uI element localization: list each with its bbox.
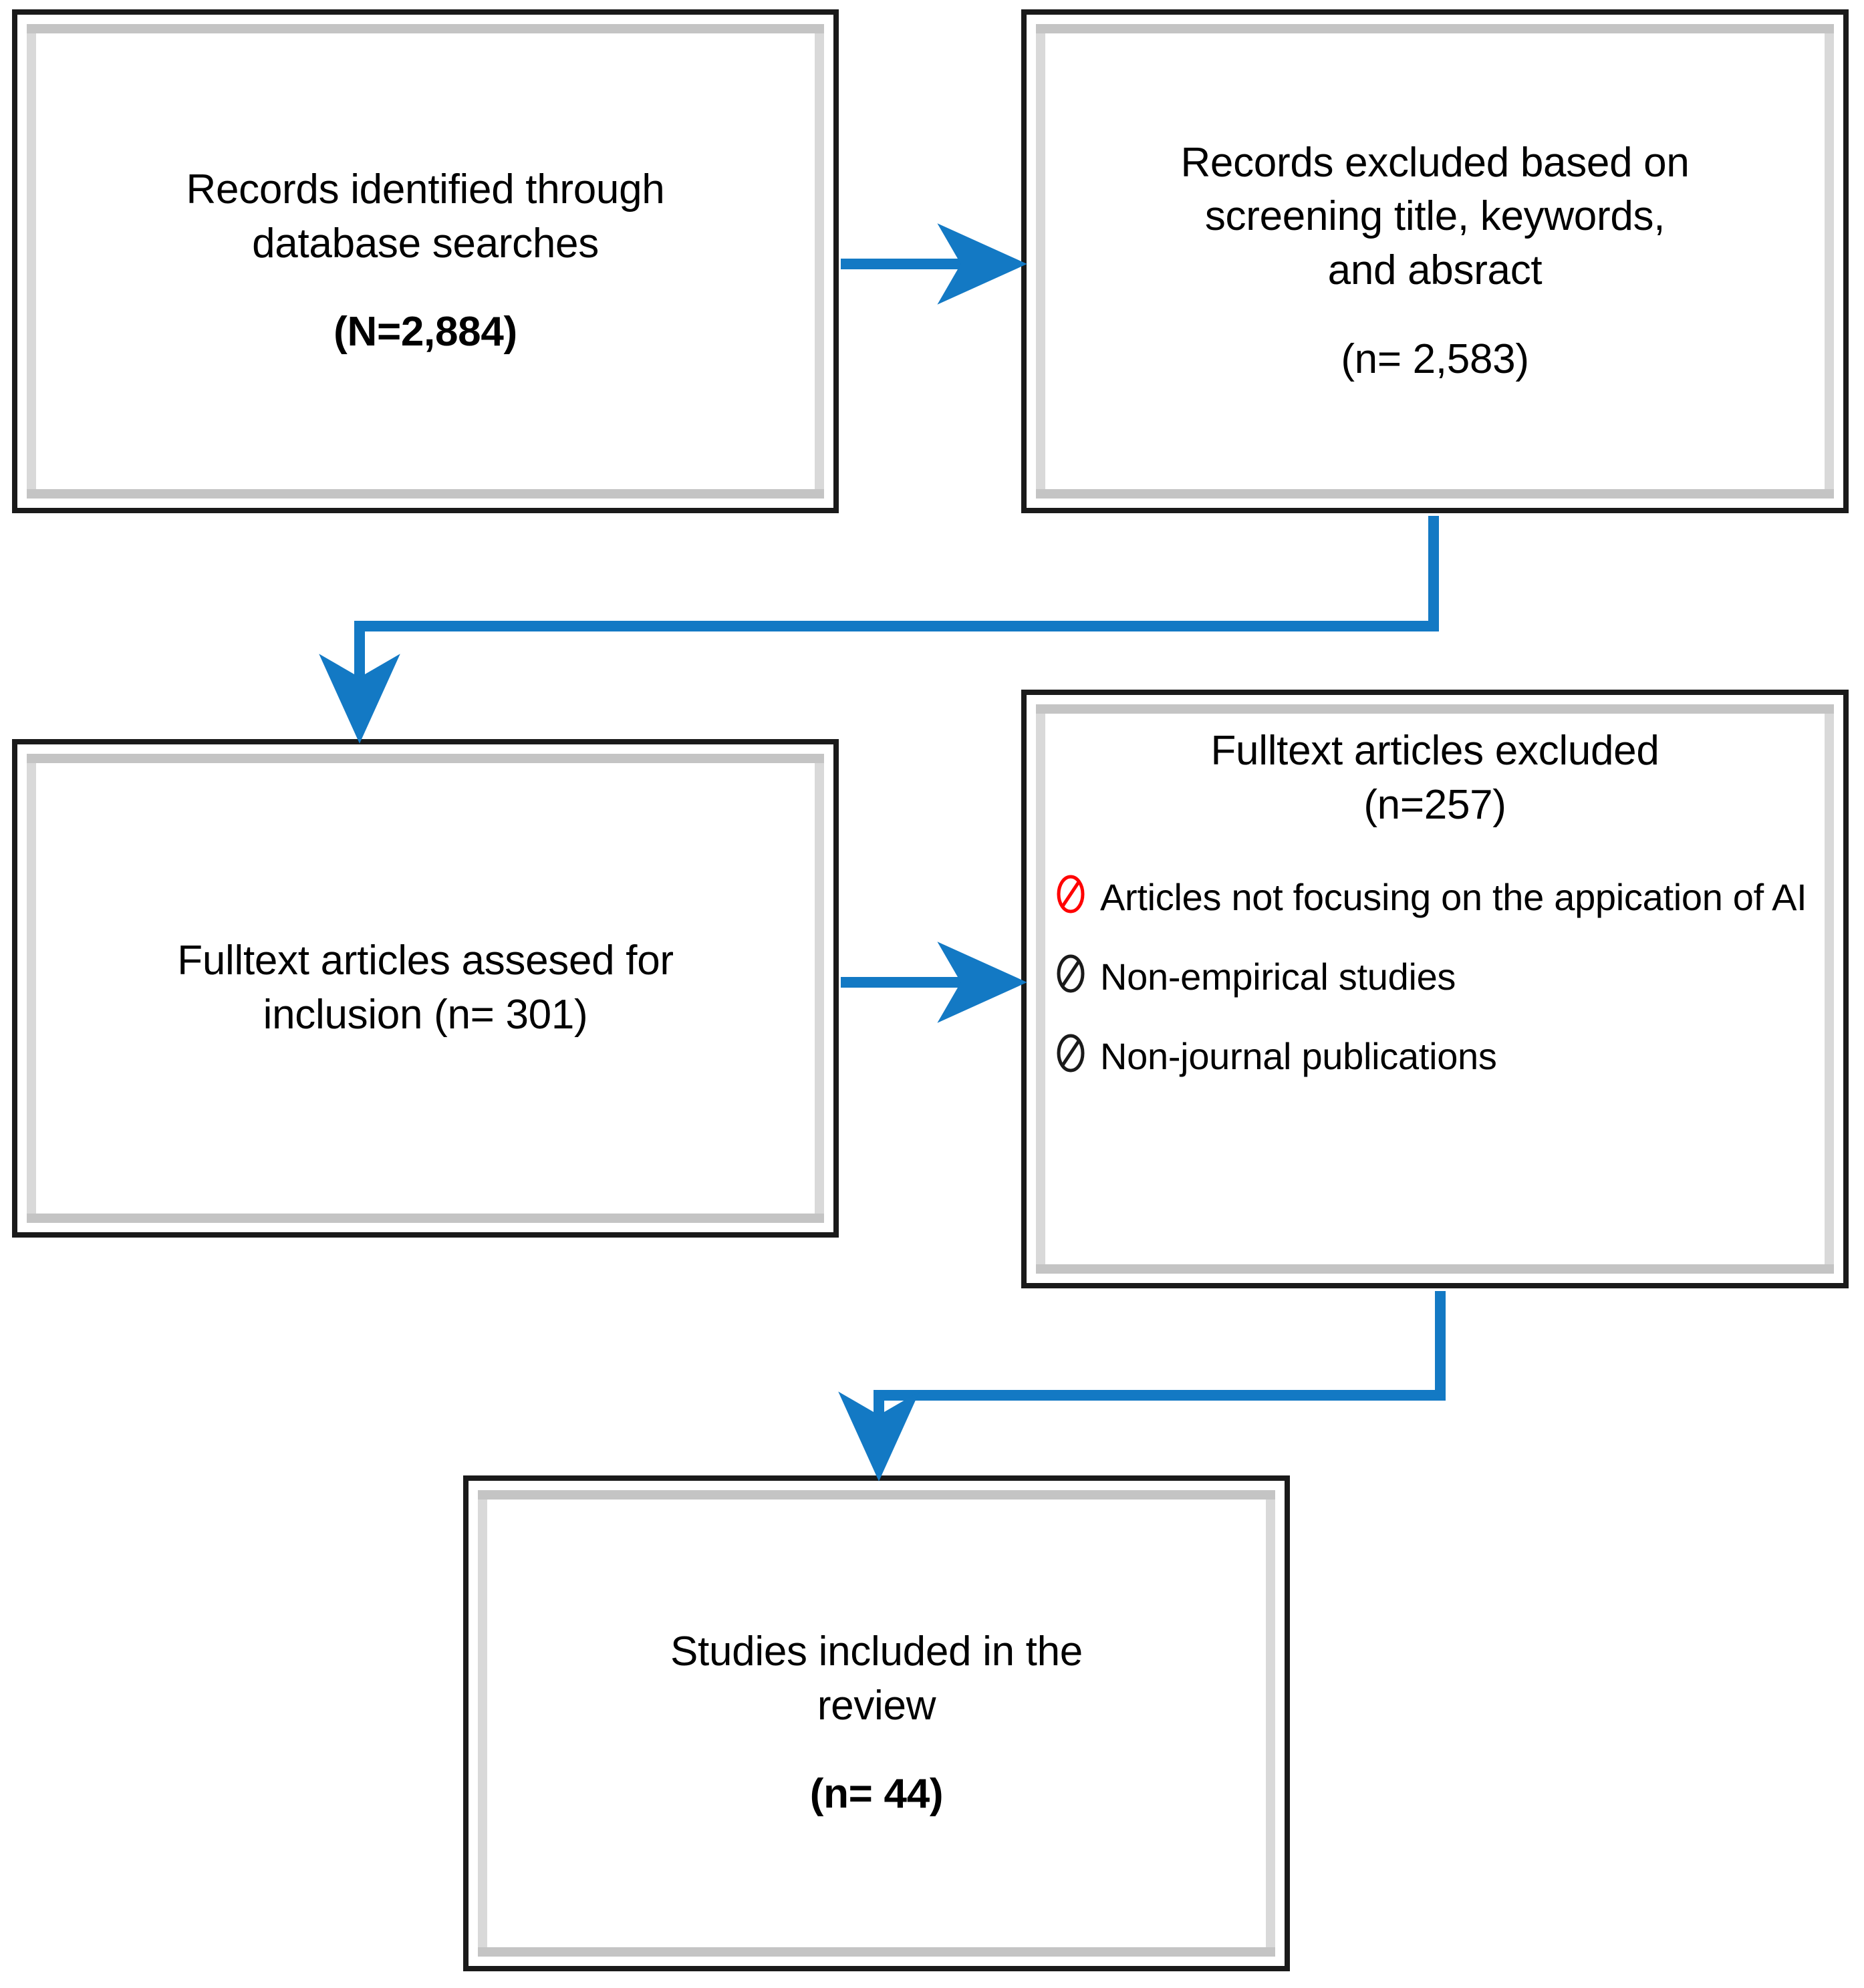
prohibition-icon	[1052, 953, 1089, 994]
exclusion-reason-label: Non-journal publications	[1100, 1034, 1497, 1077]
node-fulltext-articles-assessed-line-2: inclusion (n= 301)	[263, 992, 588, 1038]
exclusion-reason-label: Articles not focusing on the appication …	[1100, 876, 1807, 919]
connector-excluded-screening-to-fulltext-assessed	[319, 516, 1439, 744]
node-records-identified-count: (N=2,884)	[334, 309, 517, 356]
node-fulltext-articles-excluded: Fulltext articles excluded (n=257) Artic…	[1021, 690, 1849, 1288]
node-records-identified: Records identified through database sear…	[12, 9, 839, 513]
node-fulltext-articles-excluded-line-1: Fulltext articles excluded	[1210, 728, 1659, 774]
exclusion-reason-list: Articles not focusing on the appication …	[1052, 873, 1818, 1081]
list-item: Non-empirical studies	[1052, 953, 1818, 1002]
node-fulltext-articles-excluded-line-2: (n=257)	[1363, 781, 1506, 828]
node-fulltext-articles-excluded-header: Fulltext articles excluded (n=257)	[1052, 724, 1818, 832]
node-records-excluded-screening-line-1: Records excluded based on	[1180, 139, 1690, 186]
node-records-identified-line-2: database searches	[252, 220, 599, 267]
exclusion-reason-label: Non-empirical studies	[1100, 955, 1456, 998]
node-records-excluded-screening-line-2: screening title, keywords,	[1204, 193, 1666, 240]
prohibition-icon	[1052, 1032, 1089, 1074]
node-studies-included-count: (n= 44)	[809, 1771, 944, 1818]
connector-fulltext-excluded-to-included	[838, 1291, 1446, 1481]
node-studies-included-line-1: Studies included in the	[670, 1628, 1083, 1675]
node-studies-included-line-2: review	[817, 1682, 936, 1729]
node-fulltext-articles-assessed: Fulltext articles assesed for inclusion …	[12, 739, 839, 1238]
node-records-excluded-screening-line-3: and absract	[1327, 247, 1543, 293]
node-fulltext-articles-assessed-line-1: Fulltext articles assesed for	[177, 938, 674, 984]
node-records-excluded-screening: Records excluded based on screening titl…	[1021, 9, 1849, 513]
list-item: Articles not focusing on the appication …	[1052, 873, 1818, 922]
node-studies-included: Studies included in the review (n= 44)	[463, 1475, 1290, 1971]
list-item: Non-journal publications	[1052, 1032, 1818, 1081]
prohibition-icon	[1052, 873, 1089, 915]
node-records-identified-line-1: Records identified through	[186, 166, 665, 213]
node-records-excluded-screening-count: (n= 2,583)	[1341, 335, 1529, 382]
